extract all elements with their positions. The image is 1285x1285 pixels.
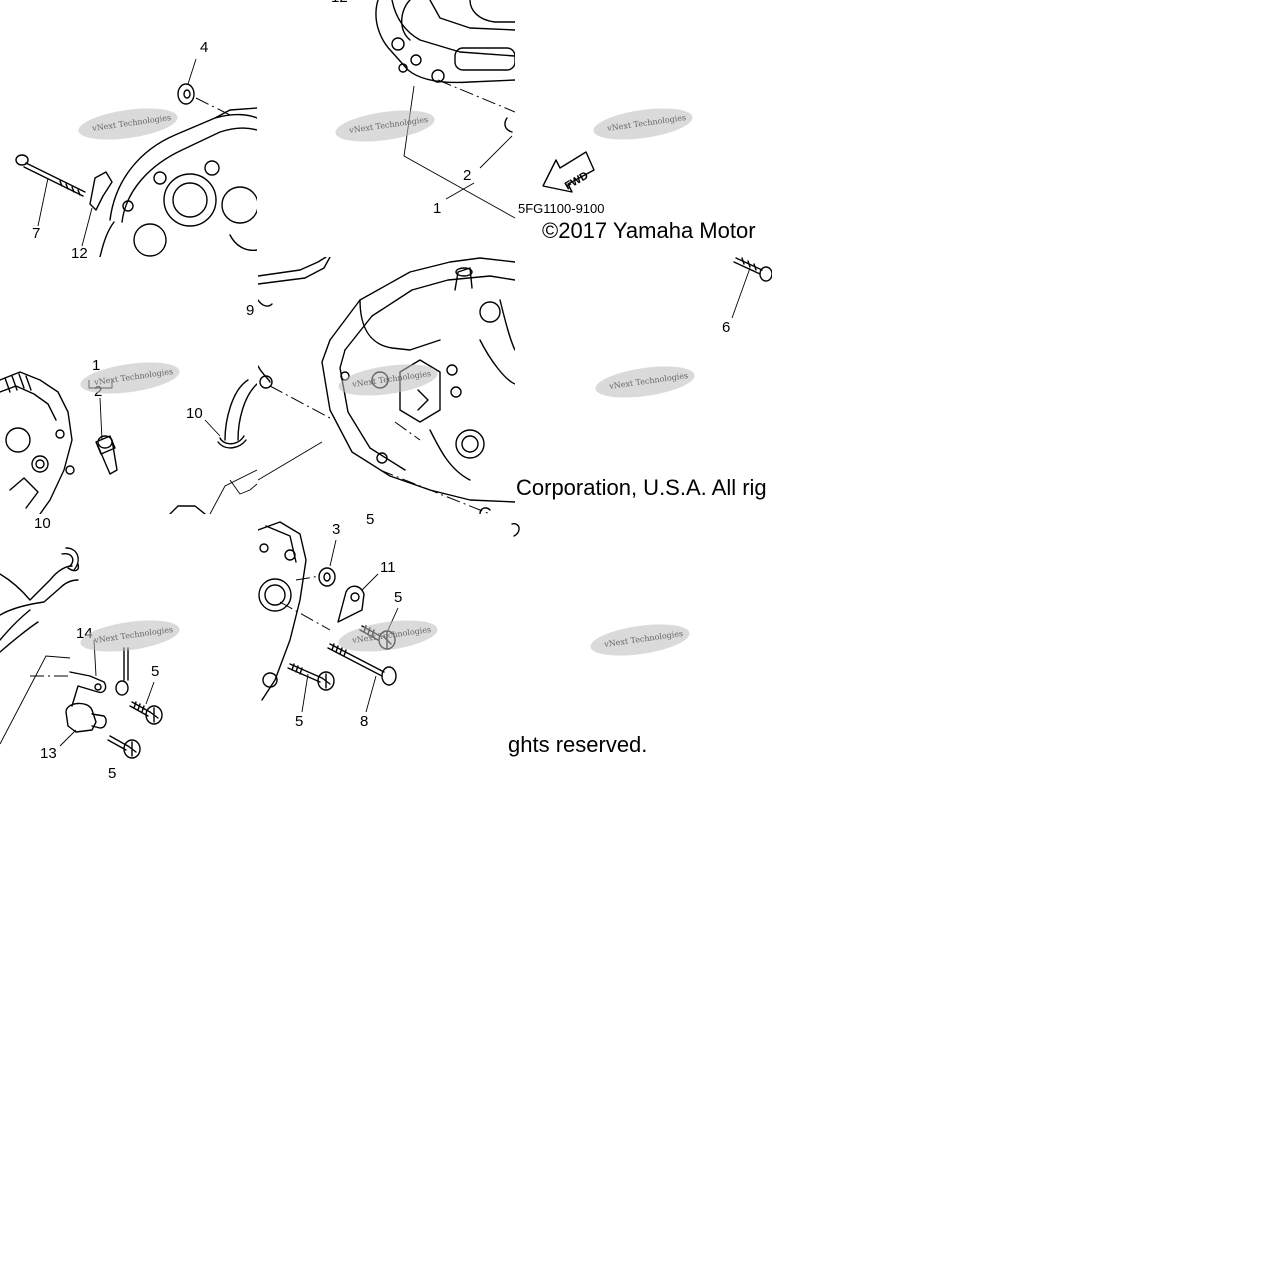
callout-label: 12	[331, 0, 348, 6]
callout-label: 7	[32, 225, 40, 242]
crankcase-left-drawing: 4 7 12	[15, 39, 257, 262]
watermark-logo: vNext Technologies	[78, 108, 178, 140]
copyright-line-1: ©2017 Yamaha Motor	[542, 218, 756, 243]
watermark-logo: vNext Technologies	[80, 362, 180, 394]
watermark-logo: vNext Technologies	[338, 364, 438, 396]
callout-label: 13	[40, 745, 57, 762]
bolt-6-drawing: 6	[722, 257, 772, 336]
callout-label: 1	[92, 357, 100, 374]
callout-label: 4	[200, 39, 208, 56]
callout-label: 5	[151, 663, 159, 680]
watermark-logo: vNext Technologies	[590, 624, 690, 656]
watermarks: vNext Technologies vNext Technologies vN…	[78, 108, 695, 656]
watermark-logo: vNext Technologies	[593, 108, 693, 140]
callout-label: 5	[366, 511, 374, 528]
copyright-line-3: ghts reserved.	[508, 732, 647, 757]
crankcase-top-drawing: 12 2 1	[331, 0, 515, 219]
callout-label: 2	[463, 167, 471, 184]
part-code: 5FG1100-9100	[518, 201, 605, 216]
fwd-label: FWD	[563, 170, 591, 193]
callout-label: 12	[71, 245, 88, 262]
crankcase-right-drawing: 9	[246, 257, 515, 514]
callout-label: 11	[380, 559, 396, 576]
callout-label: 10	[186, 405, 203, 422]
callout-label: 5	[108, 765, 116, 782]
copyright-line-2: Corporation, U.S.A. All rig	[516, 475, 767, 500]
callout-label: 5	[394, 589, 402, 606]
callout-label: 6	[722, 319, 730, 336]
fwd-arrow-icon: FWD	[542, 151, 595, 193]
callout-label: 1	[433, 200, 441, 217]
callout-label: 9	[246, 302, 254, 319]
watermark-logo: vNext Technologies	[338, 620, 438, 652]
watermark-logo: vNext Technologies	[80, 620, 180, 652]
bolts-washers-drawing: 5 3 11 5 5 8	[258, 511, 402, 730]
callout-label: 5	[295, 713, 303, 730]
callout-label: 3	[332, 521, 340, 538]
callout-label: 8	[360, 713, 368, 730]
watermark-logo: vNext Technologies	[335, 110, 435, 142]
watermark-logo: vNext Technologies	[595, 366, 695, 398]
callout-label: 10	[34, 515, 51, 532]
